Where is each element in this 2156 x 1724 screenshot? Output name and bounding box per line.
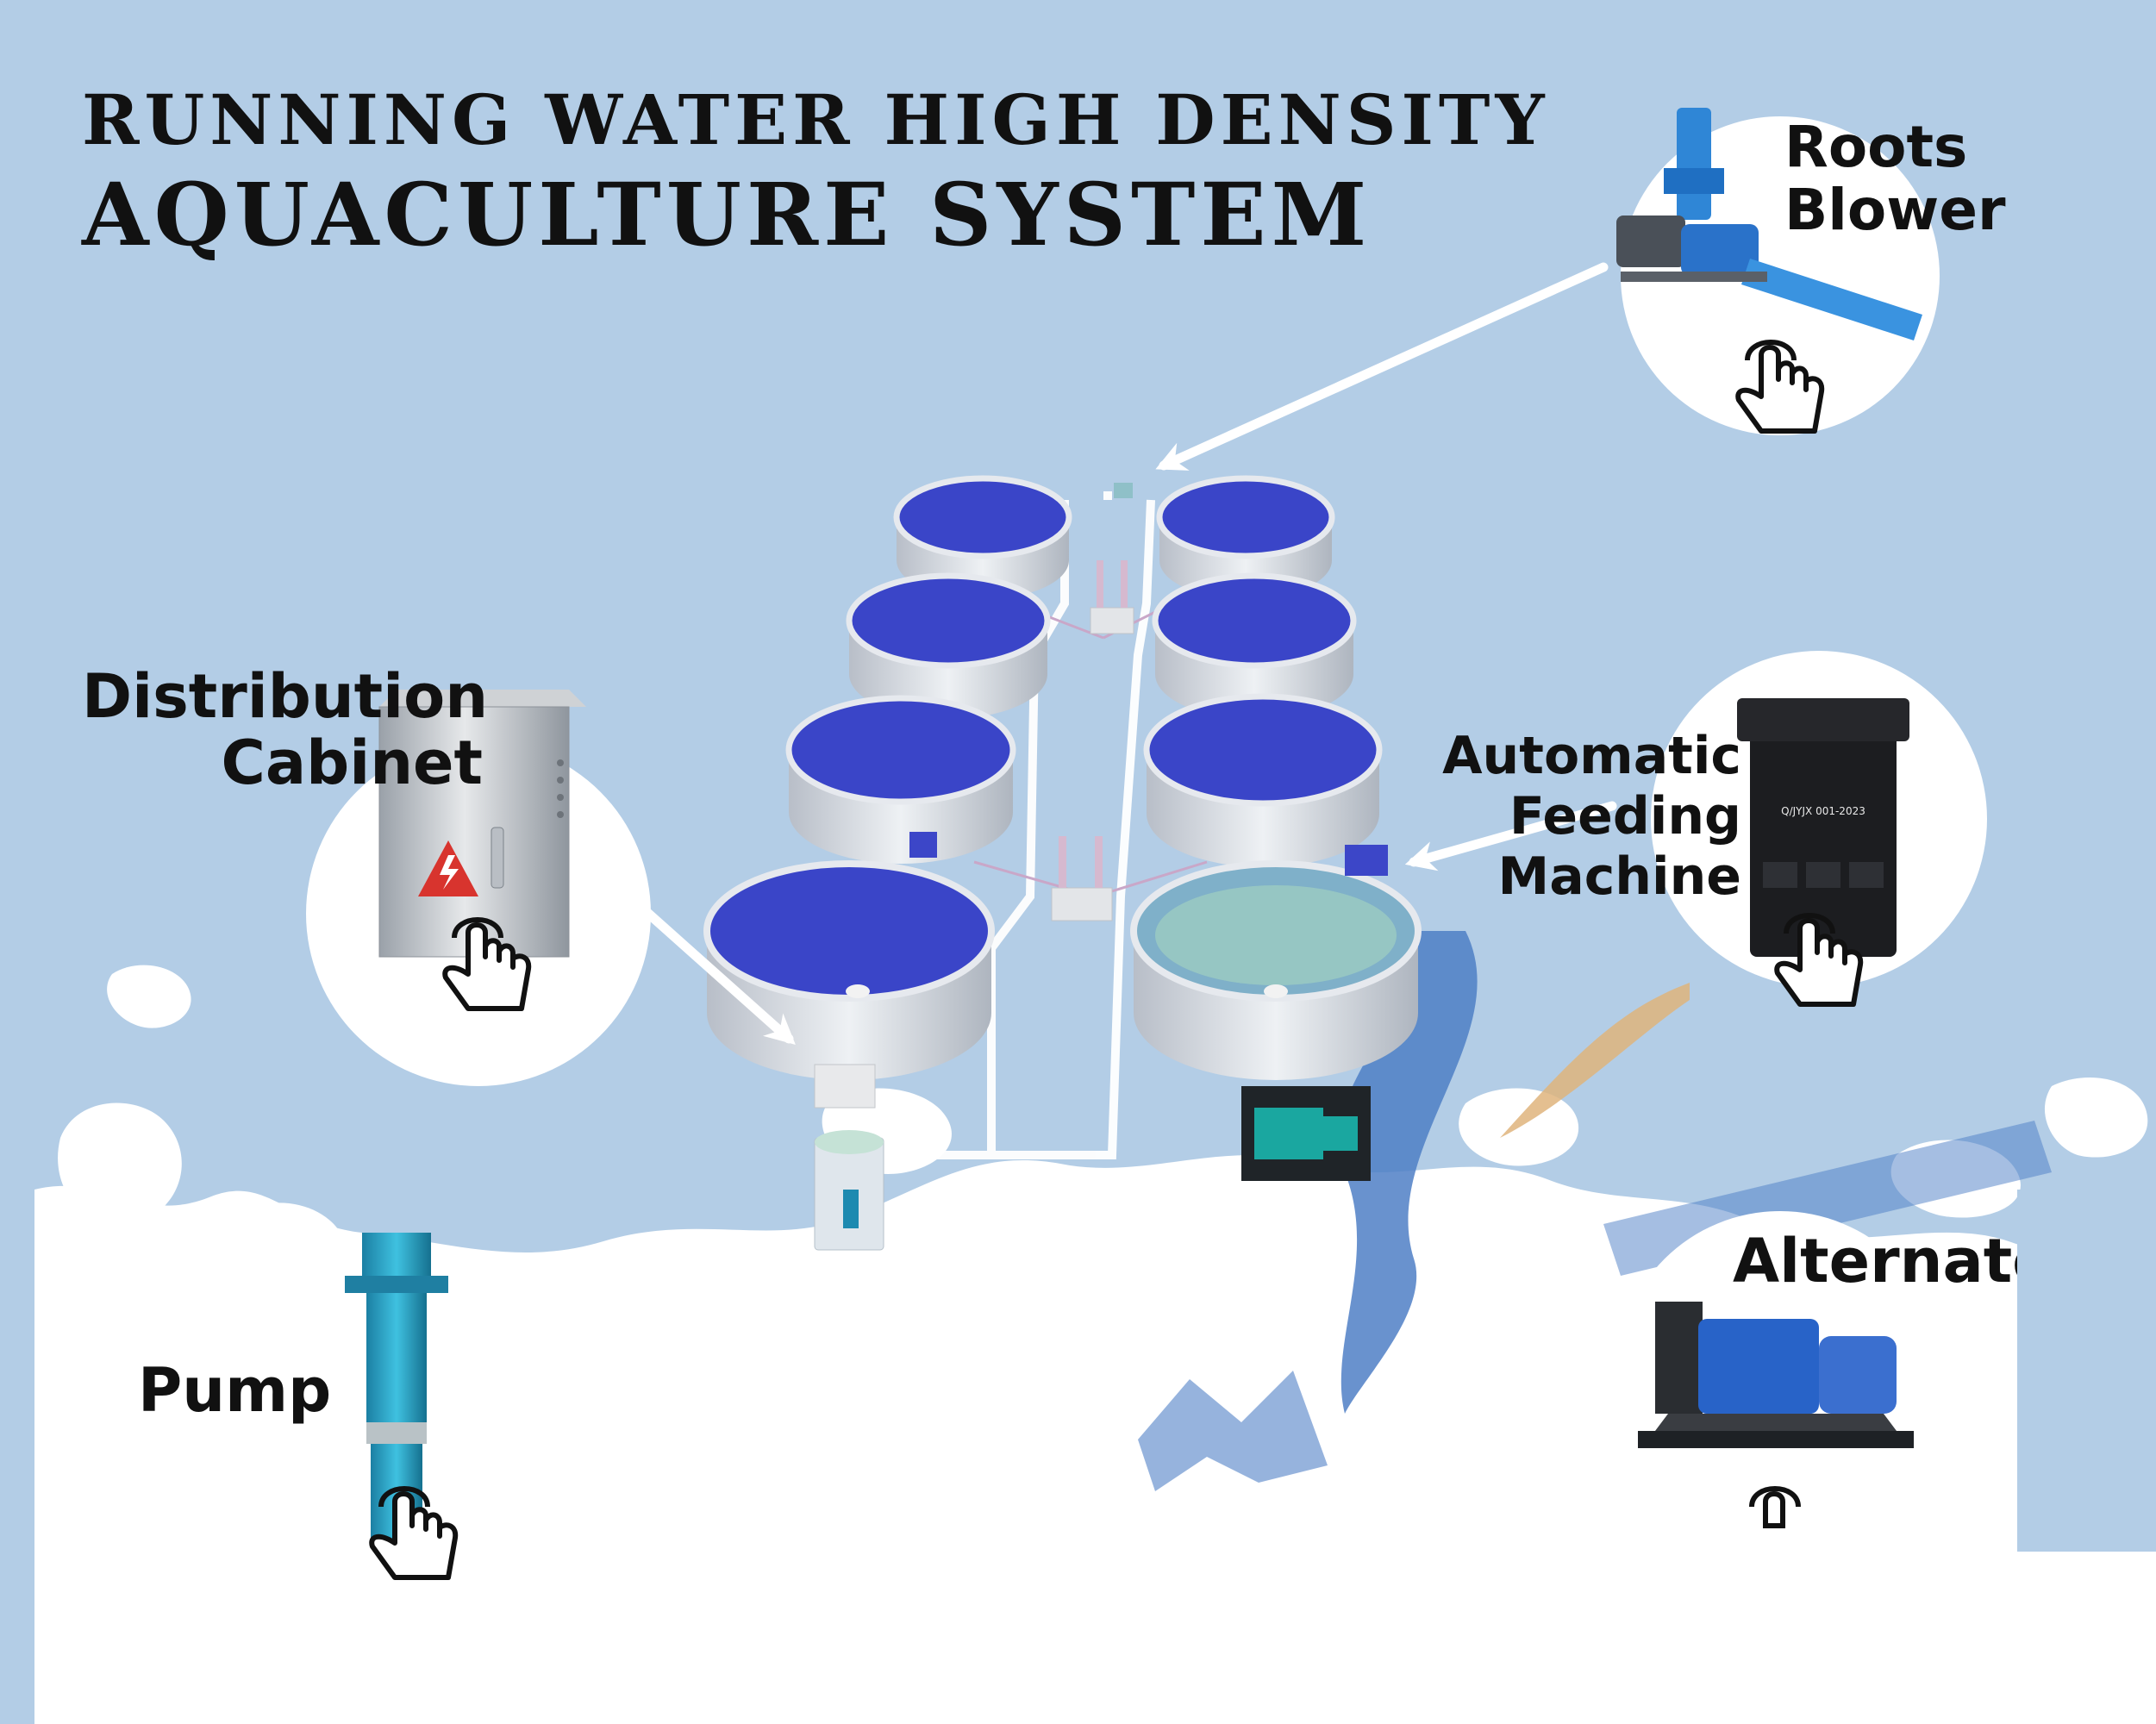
cabinet-unit (814, 1064, 876, 1109)
alternator-label-text: Alternato (1733, 1228, 2017, 1295)
feeding-machine-label-line1: Automatic (1442, 726, 1741, 786)
aquaculture-layout (703, 475, 1422, 1251)
distribution-cabinet-icon (378, 690, 586, 958)
fish-tank (703, 860, 995, 1080)
fish-tank (1152, 572, 1357, 719)
pump-label-text: Pump (138, 1355, 332, 1426)
alternator-label[interactable]: Alternato (1733, 1228, 2017, 1295)
roots-blower-label-line1: Roots (1784, 114, 1968, 180)
control-box (1345, 845, 1388, 876)
title-line-1: RUNNING WATER HIGH DENSITY (82, 79, 1550, 160)
roots-blower-icon (1616, 108, 1922, 340)
feeding-machine-label[interactable]: Automatic Feeding Machine (1435, 726, 1741, 908)
pump-station (1090, 560, 1134, 634)
distribution-cabinet-label[interactable]: Distribution Cabinet (82, 661, 489, 798)
callout-arrows (555, 262, 1647, 1367)
tap-hand-icon (369, 1486, 459, 1580)
tap-hand-icon (1774, 913, 1864, 1007)
pump-well (814, 1130, 884, 1251)
fish-tank-active (1130, 860, 1422, 1080)
roots-blower-label[interactable]: Roots Blower (1784, 116, 2006, 241)
roots-blower-label-line2: Blower (1784, 176, 2006, 243)
header-valve (1114, 483, 1133, 498)
feeder-model-label: Q/JYJX 001-2023 (1781, 805, 1865, 817)
pump-label[interactable]: Pump (138, 1358, 331, 1424)
control-box (909, 832, 937, 858)
feeding-machine-label-line2: Feeding (1509, 786, 1741, 847)
generator-set-icon (1638, 1302, 1914, 1448)
feeding-machine-icon: Q/JYJX 001-2023 (1737, 698, 1909, 957)
frame-crop (2017, 1190, 2156, 1552)
tap-hand-icon (1749, 1486, 1801, 1528)
feeding-machine-label-line3: Machine (1497, 846, 1741, 908)
pump-station (1051, 836, 1113, 921)
title-line-2: AQUACULTURE SYSTEM (82, 164, 1372, 265)
fish-tank (846, 572, 1051, 719)
fish-tank (1143, 693, 1383, 867)
generator-set-small (1241, 1086, 1371, 1181)
distribution-cabinet-label-line2: Cabinet (221, 728, 483, 798)
fish-tank (785, 695, 1016, 864)
distribution-cabinet-label-line1: Distribution (82, 661, 489, 732)
tap-hand-icon (1735, 340, 1825, 434)
tap-hand-icon (442, 917, 532, 1011)
